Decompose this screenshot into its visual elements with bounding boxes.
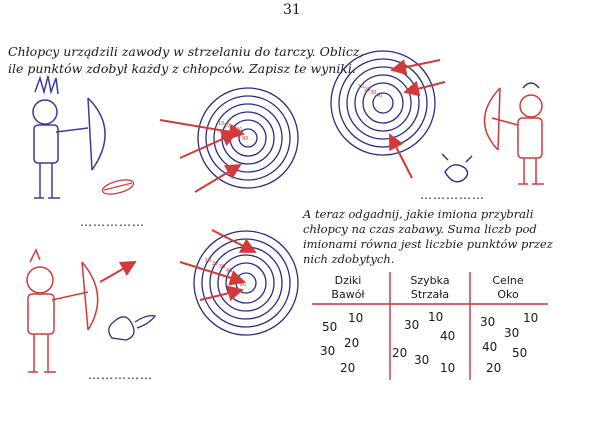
boy-1-illustration [32,75,106,199]
names-table-grid [312,272,548,380]
answer-blank-boy-1[interactable]: …………… [80,215,145,229]
ring-label: 10 [205,258,211,264]
target-2-arrows [389,59,446,179]
target-2 [330,50,436,156]
number-cell: 20 [344,336,360,350]
ring-label: 30 [370,90,376,96]
ring-label: 20 [212,261,218,267]
number-cell: 10 [348,311,364,325]
task-1-line: Chłopcy urządzili zawody w strzelaniu do… [8,44,364,59]
ring-label: 10 [218,121,224,127]
target-1 [197,87,299,189]
number-cell: 30 [480,315,496,329]
task-2-text: A teraz odgadnij, jakie imiona przybrali… [303,207,583,267]
center-label: 80 [240,282,246,288]
number-cell: 30 [320,344,336,358]
name-header-line: Oko [497,288,519,301]
answer-blank-boy-2[interactable]: …………… [88,368,153,382]
boy-2-illustration [26,248,99,373]
name-header-3: Celne Oko [478,274,538,302]
name-header-line: Szybka [410,274,450,287]
task-2-line: chłopcy na czas zabawy. Suma liczb pod [303,222,537,236]
number-cell: 10 [440,361,456,375]
center-label: 80 [242,136,248,142]
ring-label: 30 [219,264,225,270]
glove-illustration [108,314,157,341]
number-cell: 50 [322,320,338,334]
task-1-text: Chłopcy urządzili zawody w strzelaniu do… [8,43,368,77]
name-header-line: Celne [492,274,524,287]
name-header-line: Bawół [331,288,365,301]
task-2-line: nich zdobytych. [303,252,395,266]
ring-label: 10 [358,84,364,90]
name-header-line: Strzała [410,288,450,301]
task-1-line: ile punktów zdobył każdy z chłopców. Zap… [8,61,356,76]
number-cell: 30 [504,326,520,340]
flying-arrow [99,261,137,283]
number-cell: 20 [340,361,356,375]
ring-label: 20 [224,123,230,129]
boy-3-illustration [483,82,544,185]
number-cell: 30 [404,318,420,332]
task-2-line: imionami równa jest liczbie punktów prze… [303,237,553,251]
number-cell: 40 [440,329,456,343]
target-1-arrows [159,119,245,193]
number-cell: 50 [512,346,528,360]
target-3-arrows [179,229,257,302]
answer-blank-boy-3[interactable]: …………… [420,188,485,202]
number-cell: 10 [428,310,444,324]
task-2-line: A teraz odgadnij, jakie imiona przybrali [303,207,534,221]
ring-label: 20 [364,87,370,93]
feather-illustration [101,179,135,195]
number-cell: 40 [482,340,498,354]
number-cell: 20 [392,346,408,360]
number-cell: 20 [486,361,502,375]
number-cell: 30 [414,353,430,367]
name-header-line: Dziki [334,274,362,287]
ring-label: 40 [376,93,382,99]
page-number: 31 [283,2,301,18]
name-header-1: Dziki Bawół [318,274,378,302]
ring-label: 40 [226,268,232,274]
helmet-illustration [441,153,473,183]
number-cell: 10 [523,311,539,325]
name-header-2: Szybka Strzała [398,274,462,302]
